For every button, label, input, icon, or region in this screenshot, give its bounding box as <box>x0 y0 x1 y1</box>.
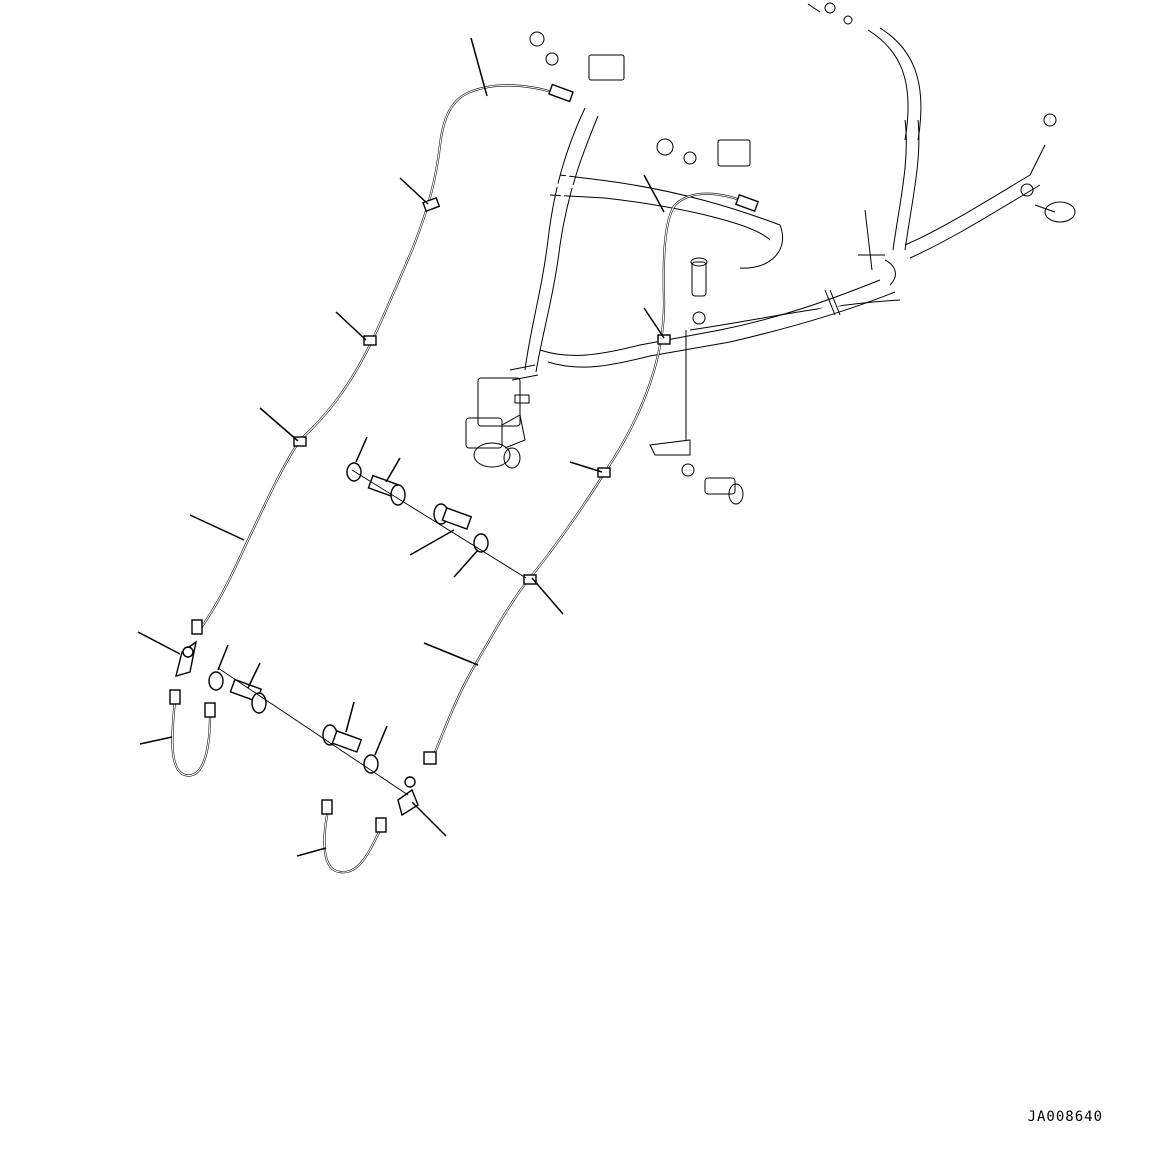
washer-icon <box>363 754 379 774</box>
washer-icon <box>346 462 362 482</box>
callout-leaders <box>137 37 665 857</box>
bolt-icon <box>433 503 473 530</box>
bolt-icon <box>367 474 406 506</box>
washer-icon <box>473 533 489 553</box>
u-hose-right <box>321 799 387 874</box>
background-piping <box>465 2 1076 505</box>
u-hose-left <box>169 689 216 777</box>
hose-right-long <box>423 192 760 765</box>
valve-assembly <box>465 364 539 469</box>
hose-left-long <box>196 83 574 634</box>
elbow-fitting-left <box>175 619 203 678</box>
bolt-icon <box>322 724 363 753</box>
elbow-fitting-right <box>397 776 419 817</box>
drawing-id-label: JA008640 <box>1027 1109 1103 1125</box>
washer-icon <box>208 671 224 691</box>
